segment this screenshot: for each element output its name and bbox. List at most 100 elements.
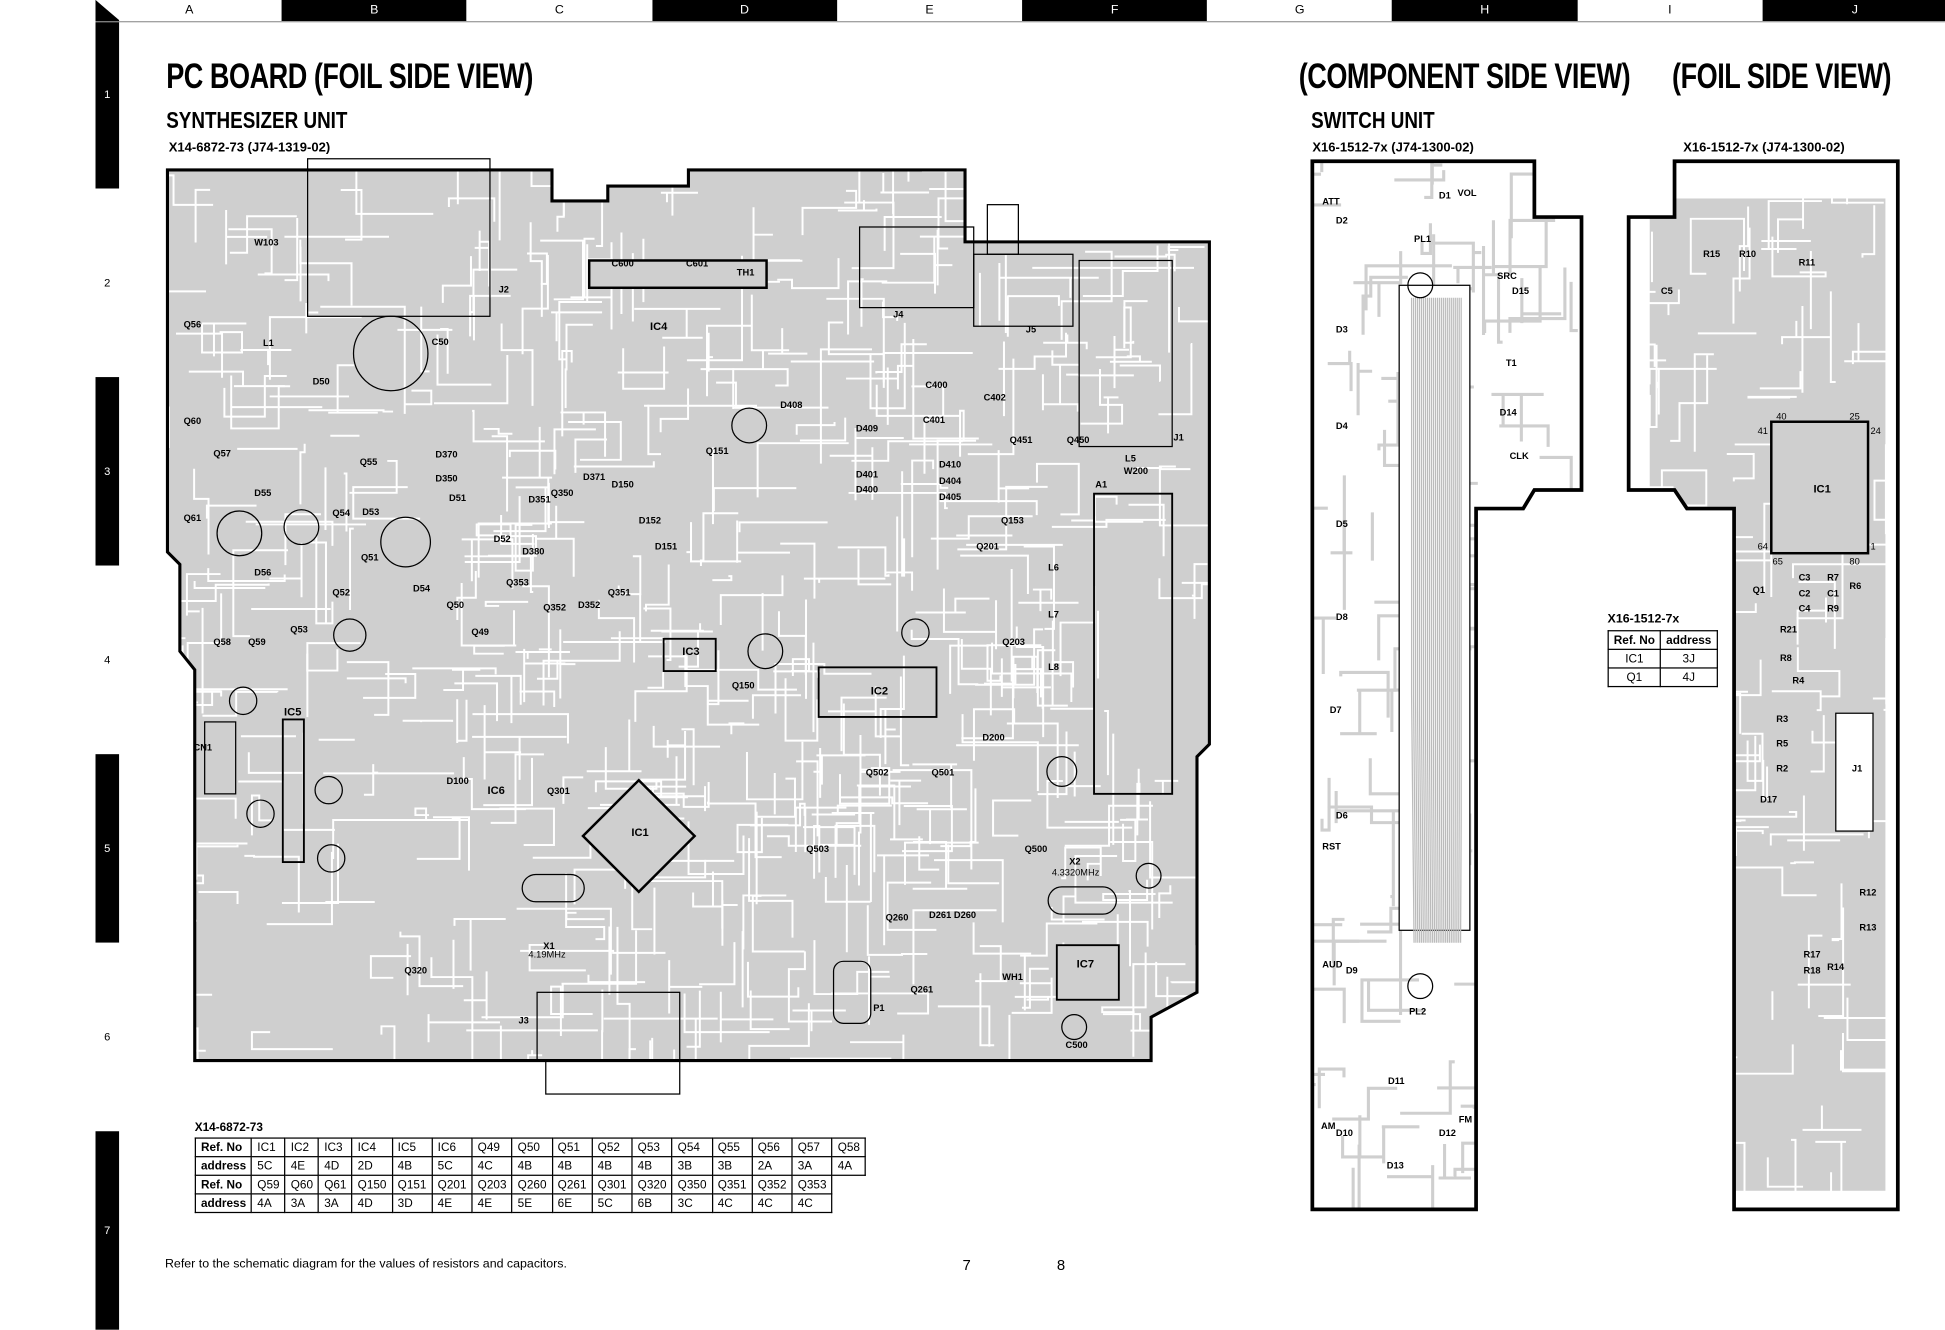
component-label: Q54 [332, 508, 350, 518]
trace-gap [1569, 901, 1671, 904]
trace-gap [1513, 732, 1571, 775]
component-label: R5 [1776, 739, 1788, 749]
j3-tab [546, 1061, 680, 1094]
table-cell: Q353 [792, 1175, 832, 1194]
trace-gap [1518, 630, 1551, 679]
trace-gap [1689, 882, 1714, 952]
component-label: D4 [1336, 421, 1349, 431]
component-label: D12 [1439, 1128, 1456, 1138]
component-label: C4 [1799, 604, 1812, 614]
table-cell: 3A [285, 1194, 318, 1213]
table-cell: Q50 [512, 1138, 552, 1157]
component-label: D400 [856, 484, 878, 494]
component-label: 80 [1849, 556, 1859, 566]
component-label: C400 [925, 380, 947, 390]
trace-gap [1520, 924, 1609, 963]
table-cell: IC2 [285, 1138, 318, 1157]
component-label: D404 [939, 476, 962, 486]
component-label: Q503 [806, 844, 829, 854]
component-label: J2 [499, 285, 509, 295]
component-label: R13 [1859, 922, 1876, 932]
table-cell: IC1 [252, 1138, 285, 1157]
trace-gap [1692, 1057, 1737, 1107]
table-cell: Q61 [319, 1175, 352, 1194]
component-label: Q153 [1001, 515, 1024, 525]
component-label: IC6 [487, 785, 504, 797]
trace-gap [1790, 862, 1814, 863]
component-label: Q151 [706, 446, 729, 456]
trace-gap [1530, 981, 1563, 992]
component-label: Q49 [471, 627, 489, 637]
table-cell: 4E [472, 1194, 512, 1213]
table-cell: 4A [252, 1194, 285, 1213]
trace-gap [1633, 949, 1667, 1014]
synth-table-caption: X14-6872-73 [195, 1121, 263, 1135]
component-label: C50 [432, 337, 449, 347]
component-label: D52 [494, 534, 511, 544]
component-label: D10 [1336, 1128, 1353, 1138]
table-cell: 4E [432, 1194, 472, 1213]
component-label: Q353 [506, 577, 529, 587]
component-label: D54 [413, 584, 431, 594]
trace-gap [1098, 210, 1126, 239]
trace-gap [140, 384, 169, 448]
table-cell: Q59 [252, 1175, 285, 1194]
component-label: Q500 [1025, 844, 1048, 854]
trace-gap [908, 89, 994, 182]
trace-gap [1629, 487, 1682, 528]
table-cell: 4B [392, 1157, 432, 1176]
component-label: IC1 [631, 827, 648, 839]
table-cell: IC3 [319, 1138, 352, 1157]
trace-gap [1656, 827, 1700, 848]
component-label: Q56 [184, 319, 202, 329]
component-label: Q50 [447, 600, 465, 610]
trace-gap [1679, 832, 1706, 909]
table-cell: Q57 [792, 1138, 832, 1157]
trace-gap [1674, 569, 1729, 631]
component-label: L8 [1048, 662, 1059, 672]
component-label: J1 [1173, 432, 1183, 442]
switch-component-board [1219, 121, 1609, 1216]
component-label: VOL [1457, 188, 1476, 198]
trace-gap [1558, 871, 1593, 932]
component-label: Q60 [184, 416, 202, 426]
table-cell: Q53 [632, 1138, 672, 1157]
trace-gap [162, 1028, 198, 1080]
component-label: Q301 [547, 786, 570, 796]
component-label: D6 [1336, 811, 1348, 821]
component-label: R9 [1827, 604, 1839, 614]
component-label: Q350 [551, 488, 574, 498]
table-cell: 4E [285, 1157, 318, 1176]
component-label: D401 [856, 470, 878, 480]
table-cell: Q201 [432, 1175, 472, 1194]
trace-gap [1160, 131, 1166, 216]
component-label: R3 [1776, 714, 1788, 724]
trace-gap [1665, 968, 1667, 1021]
table-cell: IC5 [392, 1138, 432, 1157]
component-label: D150 [612, 479, 634, 489]
trace-gap [1629, 906, 1661, 922]
component-label: Q260 [886, 912, 909, 922]
trace-gap [137, 607, 178, 695]
trace-gap [618, 372, 669, 373]
footer-note: Refer to the schematic diagram for the v… [165, 1258, 567, 1272]
component-label: D9 [1346, 966, 1358, 976]
table-cell: IC4 [352, 1138, 392, 1157]
trace-gap [1545, 1120, 1593, 1150]
cell: IC1 [1608, 649, 1660, 668]
component-label: Q1 [1753, 585, 1765, 595]
component-label: PL1 [1414, 234, 1431, 244]
component-label: Q58 [213, 637, 231, 647]
component-label: D56 [254, 568, 271, 578]
trace-gap [1748, 397, 1796, 398]
table-cell: 4C [792, 1194, 832, 1213]
component-label: J1 [1852, 764, 1862, 774]
trace-gap [1066, 375, 1134, 376]
trace-gap [168, 711, 176, 830]
trace-gap [1643, 713, 1685, 749]
table-cell: Q351 [712, 1175, 752, 1194]
component-label: J3 [518, 1015, 528, 1025]
component-label: TH1 [737, 267, 755, 277]
trace-gap [1531, 499, 1559, 548]
